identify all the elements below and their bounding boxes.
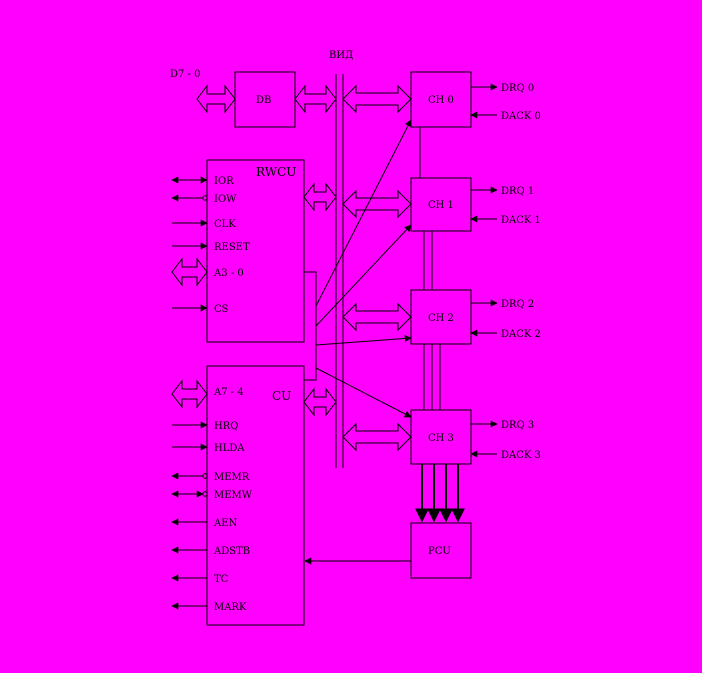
cu-signal-lines: [171, 421, 208, 610]
cu-signal-memw: MEMW: [214, 490, 253, 501]
priority-chain: [419, 127, 441, 410]
ch2-bus-arrow: [342, 302, 412, 332]
channel-0-dack: DACK 0: [501, 111, 541, 122]
pcu-input-lines: [415, 464, 465, 523]
cu-signal-hlda: HLDA: [214, 443, 245, 454]
cu-signal-adstb: ADSTB: [213, 546, 250, 557]
rwcu-block: [206, 159, 305, 343]
cu-bus-arrow: [303, 387, 337, 417]
cu-signal-tc: TC: [214, 574, 229, 585]
a7-4-bus-arrow: [171, 379, 208, 409]
db-label: DB: [256, 95, 271, 106]
cu-signal-hrq: HRQ: [214, 421, 238, 432]
rwcu-bus-arrow: [303, 182, 337, 212]
rwcu-signal-a3-0: A3 - 0: [213, 268, 244, 279]
rwcu-signal-cs: CS: [214, 304, 229, 315]
cu-signal-aen: AEN: [213, 518, 238, 529]
internal-bus: [335, 74, 344, 468]
rwcu-signal-ior: IOR: [214, 176, 234, 187]
cu-signal-memr: MEMR: [214, 472, 250, 483]
ch1-bus-arrow: [342, 189, 412, 219]
channel-2-label: CH 2: [428, 313, 454, 324]
rwcu-signal-clk: CLK: [214, 219, 236, 230]
rwcu-signal-reset: RESET: [214, 242, 250, 253]
channel-3-drq: DRQ 3: [501, 420, 534, 431]
db-external-label: D7 - 0: [170, 69, 200, 80]
pcu-label: PCU: [428, 546, 451, 557]
channel-3-dack: DACK 3: [501, 450, 541, 461]
pcu-block: [410, 522, 472, 579]
a3-0-bus-arrow: [171, 257, 208, 287]
cu-signal-mark: MARK: [214, 602, 247, 613]
rwcu-label: RWCU: [256, 165, 296, 179]
channel-signal-lines: [470, 83, 498, 458]
db-internal-bus-arrow: [294, 84, 337, 114]
channel-3-label: CH 3: [428, 433, 454, 444]
channel-2-dack: DACK 2: [501, 329, 541, 340]
rwcu-signal-lines: [171, 176, 208, 312]
cu-label: CU: [272, 389, 291, 403]
cu-signal-a7-4: A7 - 4: [213, 387, 244, 398]
ch3-bus-arrow: [342, 422, 412, 452]
ch0-bus-arrow: [342, 84, 412, 114]
channel-0-drq: DRQ 0: [501, 83, 534, 94]
channel-0-label: CH 0: [428, 95, 454, 106]
control-lines: [304, 119, 412, 418]
db-external-bus-arrow: [196, 84, 236, 114]
rwcu-signal-iow: IOW: [214, 194, 237, 205]
channel-2-drq: DRQ 2: [501, 299, 534, 310]
bus-label: ВИД: [329, 50, 353, 61]
channel-1-label: CH 1: [428, 200, 454, 211]
channel-1-drq: DRQ 1: [501, 186, 534, 197]
channel-1-dack: DACK 1: [501, 215, 541, 226]
